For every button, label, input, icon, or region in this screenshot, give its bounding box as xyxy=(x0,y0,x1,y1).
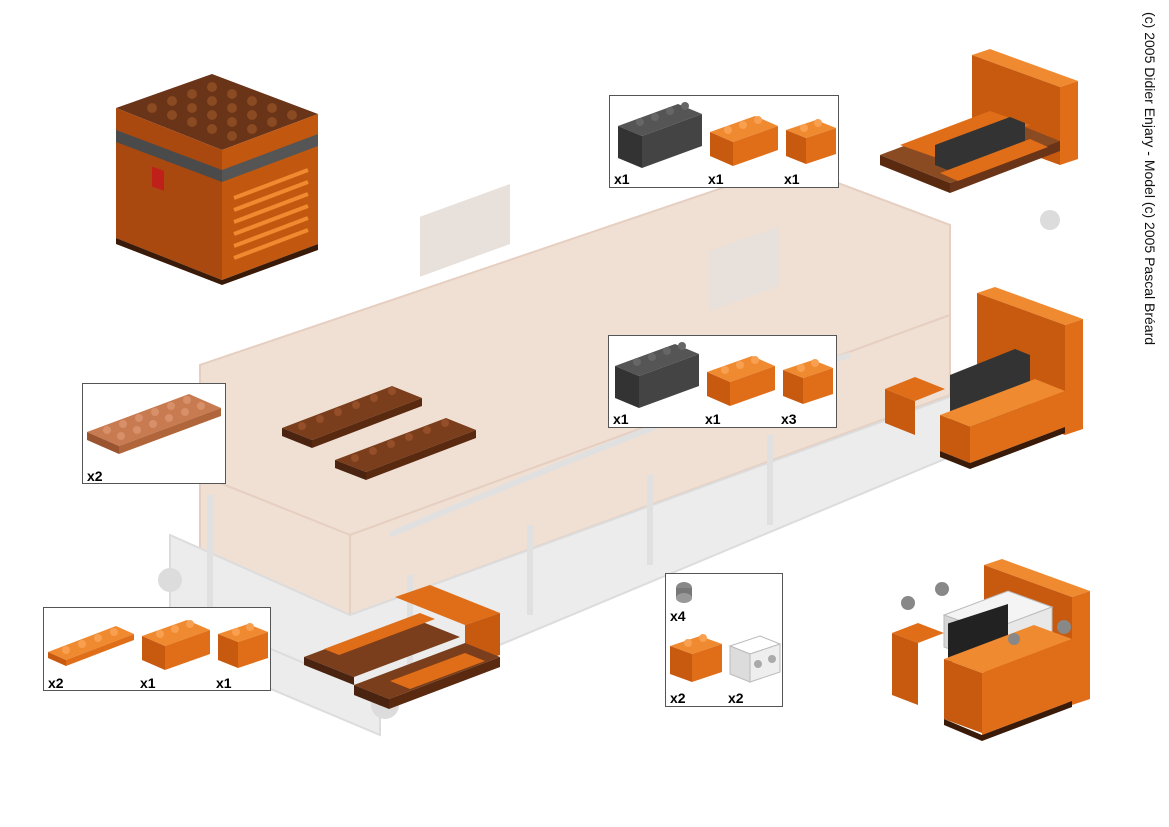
orange-brick-1x2 xyxy=(783,359,833,404)
dark-gray-brick-1x4 xyxy=(615,342,699,408)
assembly-bottom-left-rear-step xyxy=(304,585,500,709)
dark-gray-brick-1x4 xyxy=(618,102,702,168)
quantity-label: x4 xyxy=(670,608,686,624)
quantity-label: x1 xyxy=(705,411,721,427)
copyright-notice: (c) 2005 Didier Enjary - Model (c) 2005 … xyxy=(1142,12,1162,402)
technic-pin xyxy=(676,582,692,603)
quantity-label: x1 xyxy=(216,675,232,691)
callout-top-right-parts: x1 x1 x1 xyxy=(609,95,839,188)
callout-middle-right-parts: x1 x1 x3 xyxy=(608,335,837,428)
orange-brick-1x2 xyxy=(218,623,268,668)
assembly-top-left-block xyxy=(116,74,318,285)
orange-brick-1x3 xyxy=(142,620,210,670)
orange-brick-1x3 xyxy=(710,116,778,166)
orange-brick-1x2 xyxy=(670,634,722,682)
quantity-label: x3 xyxy=(781,411,797,427)
white-technic-brick-1x2 xyxy=(728,635,782,683)
quantity-label: x2 xyxy=(87,468,103,484)
quantity-label: x2 xyxy=(670,690,686,706)
quantity-label: x1 xyxy=(708,171,724,187)
quantity-label: x1 xyxy=(140,675,156,691)
callout-bottom-left-parts: x2 x1 x1 xyxy=(43,607,271,691)
assembly-center-brown-plates xyxy=(282,386,476,480)
assembly-bottom-right-rear-cab xyxy=(892,559,1090,741)
orange-brick-1x3 xyxy=(707,356,775,406)
copyright-text: (c) 2005 Didier Enjary - Model (c) 2005 … xyxy=(1142,12,1158,346)
orange-plate-1x4 xyxy=(48,626,134,666)
quantity-label: x1 xyxy=(784,171,800,187)
quantity-label: x1 xyxy=(613,411,629,427)
assembly-top-right-cab-step xyxy=(880,49,1078,193)
quantity-label: x2 xyxy=(48,675,64,691)
callout-bottom-center-parts: x4 x2 x2 xyxy=(665,573,783,707)
quantity-label: x1 xyxy=(614,171,630,187)
assembly-middle-right-cab-step xyxy=(885,287,1083,469)
callout-left-plate-parts: x2 xyxy=(82,383,226,484)
orange-brick-1x2 xyxy=(786,119,836,164)
quantity-label: x2 xyxy=(728,690,744,706)
medium-brown-plate-2x6 xyxy=(87,394,221,454)
